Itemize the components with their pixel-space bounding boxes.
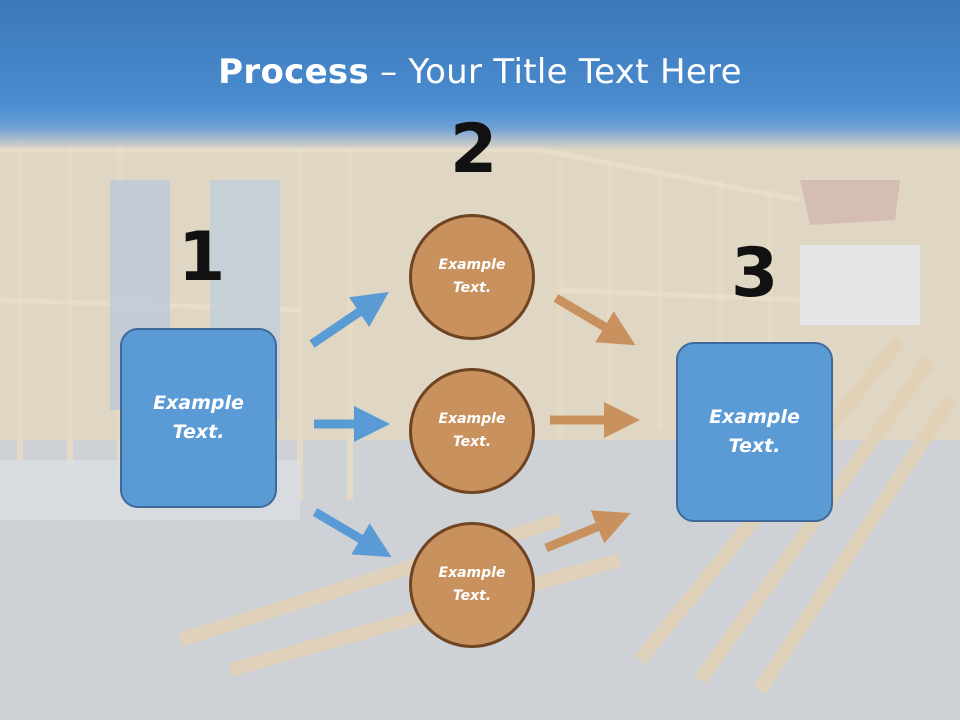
right-box-line1: Example — [709, 406, 800, 428]
circle-top-line2: Text. — [452, 280, 492, 296]
circle-middle-line2: Text. — [452, 434, 492, 450]
arrow-bottom-to-right — [544, 510, 631, 553]
circle-middle-line1: Example — [438, 411, 506, 427]
circle-top-line1: Example — [438, 257, 506, 273]
left-box-line2: Text. — [172, 421, 225, 443]
arrow-top-to-right — [553, 294, 636, 346]
slide-title-bold: Process — [218, 52, 370, 92]
slide-title-rest: – Your Title Text Here — [369, 52, 742, 92]
arrow-left-to-top — [309, 291, 389, 348]
title-bar — [0, 0, 960, 150]
circle-bottom-line1: Example — [438, 565, 506, 581]
step-number-3: 3 — [731, 234, 779, 313]
left-box-line1: Example — [153, 392, 244, 414]
arrow-left-to-bottom — [312, 508, 392, 558]
circle-bottom-line2: Text. — [452, 588, 492, 604]
step-number-1: 1 — [178, 218, 226, 297]
slide-title: Process – Your Title Text Here — [0, 52, 960, 92]
right-box-line2: Text. — [728, 435, 781, 457]
step-number-2: 2 — [450, 110, 498, 189]
